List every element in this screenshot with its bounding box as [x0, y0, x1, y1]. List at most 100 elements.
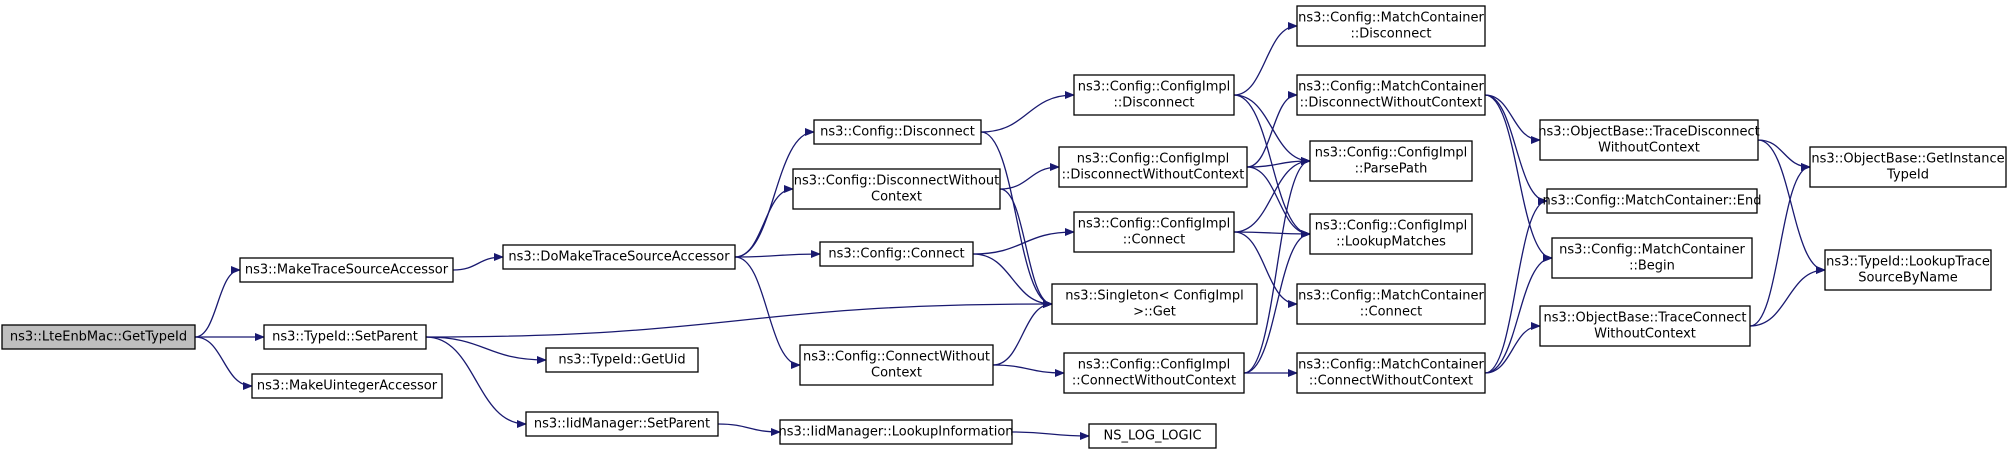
node-ns3-typeid-setparent[interactable]: ns3::TypeId::SetParent: [263, 324, 427, 350]
node-label: ::Disconnect: [1114, 96, 1195, 111]
node-ns3-maketracesourceaccessor[interactable]: ns3::MakeTraceSourceAccessor: [239, 257, 454, 283]
node-label: ns3::Config::MatchContainer::End: [1543, 194, 1762, 209]
edge-impldiscwc-to-mcdiscwc: [1246, 91, 1298, 168]
node-ns3-typeid-getuid[interactable]: ns3::TypeId::GetUid: [545, 347, 699, 373]
node-label: ::DisconnectWithoutContext: [1300, 96, 1483, 111]
node-ns3-iidmanager-lookupinformation[interactable]: ns3::IidManager::LookupInformation: [778, 419, 1014, 445]
node-ns3-config-matchcontainer-disconnect[interactable]: ns3::Config::MatchContainer::Disconnect: [1296, 5, 1486, 47]
node-box: [813, 119, 982, 145]
edge-obtdwc-to-obgit: [1757, 139, 1811, 171]
node-ns3-config-configimpl-disconnect[interactable]: ns3::Config::ConfigImpl::Disconnect: [1073, 74, 1235, 116]
node-label: ns3::Config::Disconnect: [820, 125, 975, 140]
node-box: [1296, 352, 1486, 394]
node-box: [792, 168, 1001, 210]
node-label: ::LookupMatches: [1336, 235, 1446, 250]
node-box: [799, 344, 994, 386]
node-box: [819, 241, 974, 267]
node-ns3-config-configimpl-connectwithoutcontext[interactable]: ns3::Config::ConfigImpl::ConnectWithoutC…: [1063, 352, 1245, 394]
node-label: ns3::Config::DisconnectWithout: [794, 174, 1000, 189]
node-label: ::Begin: [1629, 259, 1675, 274]
node-ns3-objectbase-tracedisconnect-withoutcontext[interactable]: ns3::ObjectBase::TraceDisconnectWithoutC…: [1538, 119, 1760, 161]
node-ns3-config-configimpl-disconnectwithoutcontext[interactable]: ns3::Config::ConfigImpl::DisconnectWitho…: [1058, 146, 1248, 188]
node-label: ::ConnectWithoutContext: [1072, 374, 1236, 389]
node-box: [1296, 74, 1486, 116]
node-box: [1546, 188, 1758, 214]
node-label: Context: [871, 366, 922, 381]
edge-cfgconn-to-singleton: [972, 253, 1053, 308]
node-label: ns3::TypeId::GetUid: [558, 353, 685, 368]
node-box: [263, 324, 427, 350]
edge-root-to-mtsa: [194, 266, 241, 338]
node-label: ::Connect: [1123, 233, 1186, 248]
node-ns3-makeuintegeraccessor[interactable]: ns3::MakeUintegerAccessor: [251, 373, 443, 399]
edge-mcdiscwc-to-mcbegin: [1484, 94, 1553, 262]
node-ns3-config-connectwithout-context[interactable]: ns3::Config::ConnectWithoutContext: [799, 344, 994, 386]
edge-dmtsa-to-cfgconn: [734, 250, 821, 259]
node-ns3-config-matchcontainer-begin[interactable]: ns3::Config::MatchContainer::Begin: [1551, 237, 1753, 279]
node-label: ::Disconnect: [1351, 27, 1432, 42]
node-label: ns3::IidManager::LookupInformation: [778, 425, 1013, 440]
node-label: ns3::MakeUintegerAccessor: [257, 379, 438, 394]
node-ns3-lteenbmac-gettypeid[interactable]: ns3::LteEnbMac::GetTypeId: [1, 324, 196, 350]
node-label: ::DisconnectWithoutContext: [1062, 168, 1245, 183]
edge-mcconnwc-to-obtcwc: [1484, 322, 1541, 374]
node-label: ns3::Config::MatchContainer: [1298, 289, 1484, 304]
edge-mcconnwc-to-mcbegin: [1484, 254, 1553, 374]
node-label: ::ConnectWithoutContext: [1309, 374, 1473, 389]
edge-obtcwc-to-tilts: [1749, 266, 1826, 327]
node-box: [1073, 74, 1235, 116]
node-label: ns3::Config::Connect: [828, 247, 964, 262]
node-box: [239, 257, 454, 283]
node-ns3-config-disconnect[interactable]: ns3::Config::Disconnect: [813, 119, 982, 145]
node-label: ::Connect: [1360, 305, 1423, 320]
node-ns3-objectbase-traceconnect-withoutcontext[interactable]: ns3::ObjectBase::TraceConnectWithoutCont…: [1539, 305, 1751, 347]
node-box: [1824, 249, 1992, 291]
node-box: [502, 244, 736, 270]
edge-mcdiscwc-to-mcend: [1484, 94, 1548, 205]
node-ns3-config-configimpl-parsepath[interactable]: ns3::Config::ConfigImpl::ParsePath: [1309, 140, 1473, 182]
node-ns3-config-matchcontainer-connect[interactable]: ns3::Config::MatchContainer::Connect: [1296, 283, 1486, 325]
node-ns3-config-disconnectwithout-context[interactable]: ns3::Config::DisconnectWithoutContext: [792, 168, 1001, 210]
node-ns3-config-connect[interactable]: ns3::Config::Connect: [819, 241, 974, 267]
node-ns3-config-matchcontainer-disconnectwithoutcontext[interactable]: ns3::Config::MatchContainer::DisconnectW…: [1296, 74, 1486, 116]
node-ns3-iidmanager-setparent[interactable]: ns3::IidManager::SetParent: [525, 411, 719, 437]
edge-cfgconnwc-to-singleton: [992, 300, 1053, 366]
node-ns3-domaketracesourceaccessor[interactable]: ns3::DoMakeTraceSourceAccessor: [502, 244, 736, 270]
node-ns3-config-configimpl-lookupmatches[interactable]: ns3::Config::ConfigImpl::LookupMatches: [1309, 213, 1473, 255]
node-label: ns3::MakeTraceSourceAccessor: [245, 263, 449, 278]
node-box: [545, 347, 699, 373]
node-label: ns3::Config::MatchContainer: [1298, 11, 1484, 26]
node-label: >::Get: [1133, 305, 1176, 320]
node-label: ns3::IidManager::SetParent: [534, 417, 710, 432]
node-label: ns3::Config::ConfigImpl: [1315, 146, 1468, 161]
node-ns3-config-matchcontainer-connectwithoutcontext[interactable]: ns3::Config::MatchContainer::ConnectWith…: [1296, 352, 1486, 394]
edge-dmtsa-to-cfgdiscwc: [734, 185, 794, 258]
node-label: ns3::Config::MatchContainer: [1298, 358, 1484, 373]
node-box: [1809, 146, 2007, 188]
node-ns3-config-matchcontainer-end[interactable]: ns3::Config::MatchContainer::End: [1543, 188, 1762, 214]
edge-setparent-to-singleton: [425, 300, 1053, 338]
edge-impldiscwc-to-parsepath: [1246, 157, 1311, 168]
edge-obtcwc-to-obgit: [1749, 163, 1811, 327]
node-box: [779, 419, 1013, 445]
node-label: ns3::TypeId::SetParent: [272, 330, 418, 345]
edge-iidsetparent-to-iidlookup: [717, 423, 781, 436]
node-label: ns3::Config::ConfigImpl: [1315, 219, 1468, 234]
edge-implconn-to-parsepath: [1233, 157, 1311, 233]
node-box: [1296, 5, 1486, 47]
node-ns-log-logic[interactable]: NS_LOG_LOGIC: [1088, 423, 1217, 449]
edge-mtsa-to-dmtsa: [452, 253, 504, 271]
edge-obtdwc-to-tilts: [1757, 139, 1826, 274]
node-label: WithoutContext: [1598, 141, 1700, 156]
node-label: ns3::TypeId::LookupTrace: [1826, 255, 1990, 270]
edge-setparent-to-iidsetparent: [425, 336, 527, 428]
node-label: ns3::ObjectBase::TraceConnect: [1543, 311, 1746, 326]
node-ns3-singleton-configimpl-get[interactable]: ns3::Singleton< ConfigImpl>::Get: [1051, 283, 1258, 325]
edge-dmtsa-to-cfgconnwc: [734, 256, 801, 369]
node-label: ns3::Config::MatchContainer: [1298, 80, 1484, 95]
edge-iidlookup-to-nslog: [1011, 431, 1090, 440]
node-ns3-config-configimpl-connect[interactable]: ns3::Config::ConfigImpl::Connect: [1073, 211, 1235, 253]
